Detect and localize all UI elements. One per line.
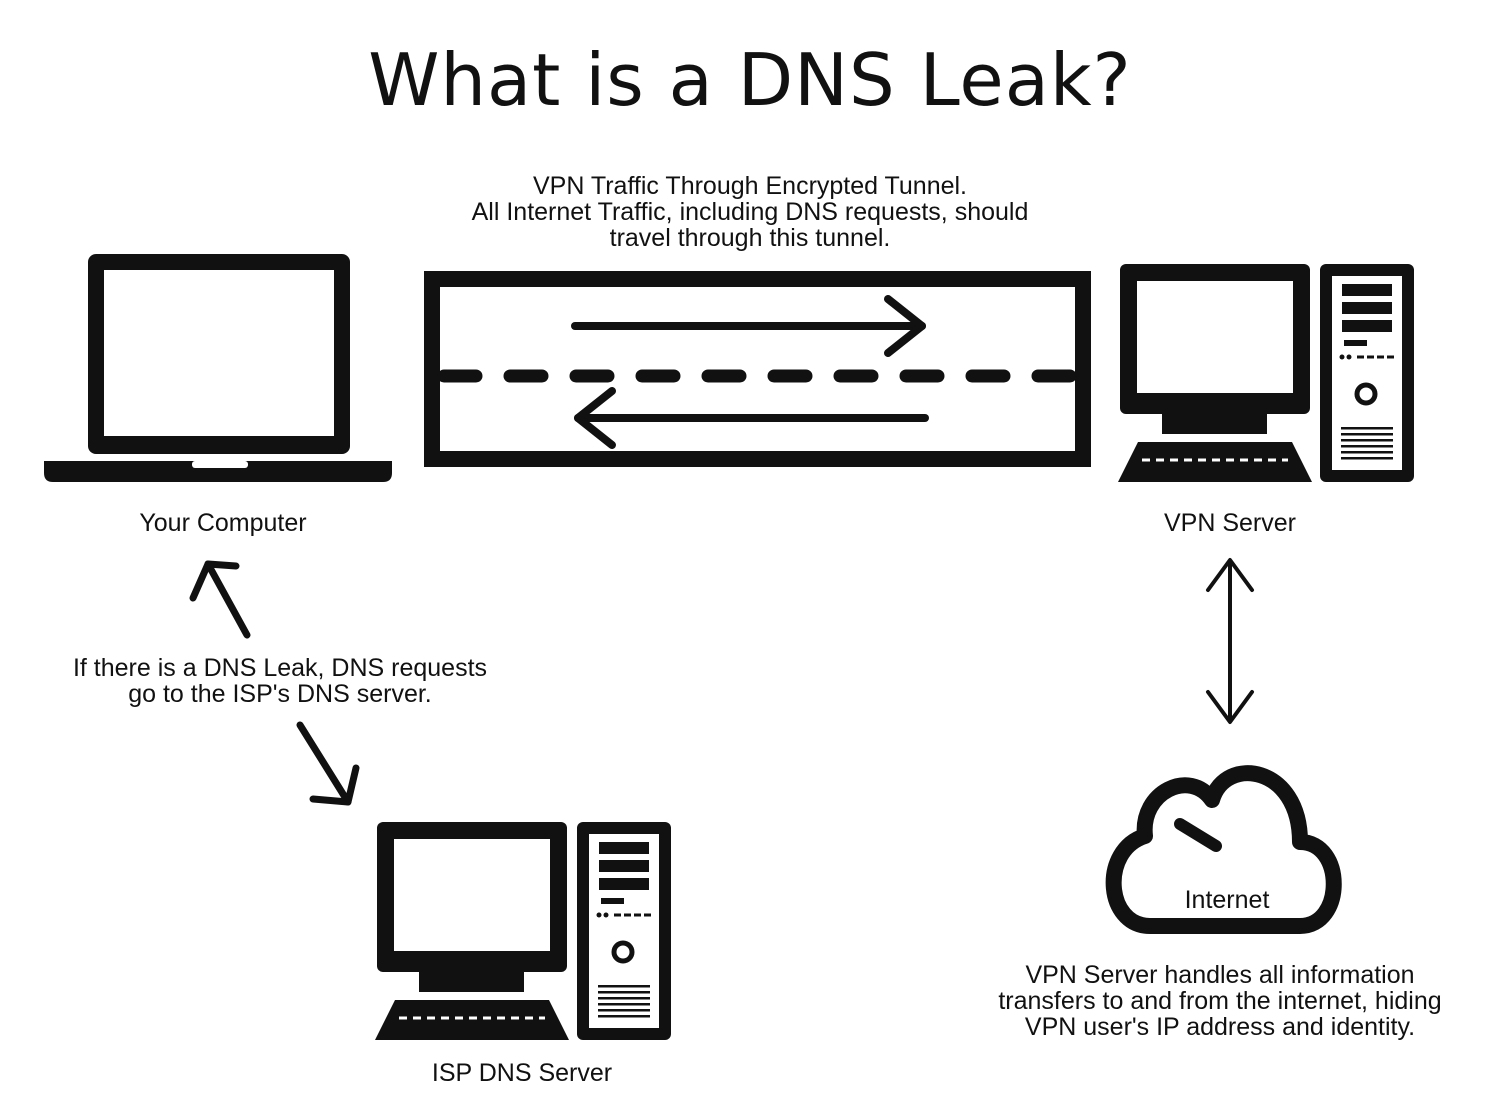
tunnel-caption: VPN Traffic Through Encrypted Tunnel. Al… [430, 173, 1070, 251]
internet-caption: VPN Server handles all information trans… [960, 962, 1480, 1040]
isp-dns-server-label: ISP DNS Server [431, 1059, 613, 1087]
tunnel-caption-line: travel through this tunnel. [609, 224, 891, 252]
leak-caption-line: go to the ISP's DNS server. [128, 680, 432, 708]
tunnel-return-arrow [574, 387, 929, 449]
encrypted-tunnel [424, 271, 1091, 467]
leak-caption: If there is a DNS Leak, DNS requests go … [40, 655, 520, 707]
vpn-internet-double-arrow [1206, 558, 1254, 724]
your-computer-label: Your Computer [139, 509, 307, 537]
tunnel-caption-line: All Internet Traffic, including DNS requ… [471, 198, 1029, 226]
leak-caption-line: If there is a DNS Leak, DNS requests [72, 654, 488, 682]
vpn-server-label: VPN Server [1164, 509, 1296, 537]
internet-cloud-icon [1105, 765, 1342, 934]
internet-label: Internet [1184, 886, 1270, 914]
tunnel-caption-line: VPN Traffic Through Encrypted Tunnel. [532, 172, 968, 200]
leak-to-computer-arrow [189, 560, 251, 639]
leak-to-isp-arrow [296, 721, 360, 806]
tunnel-outbound-arrow [571, 295, 926, 357]
vpn-server-icon [1118, 264, 1414, 482]
internet-caption-line: transfers to and from the internet, hidi… [998, 987, 1442, 1015]
internet-caption-line: VPN user's IP address and identity. [1024, 1013, 1416, 1041]
isp-dns-server-icon [375, 822, 671, 1040]
laptop-icon [44, 254, 392, 482]
internet-caption-line: VPN Server handles all information [1025, 961, 1415, 989]
page-title: What is a DNS Leak? [368, 38, 1132, 122]
